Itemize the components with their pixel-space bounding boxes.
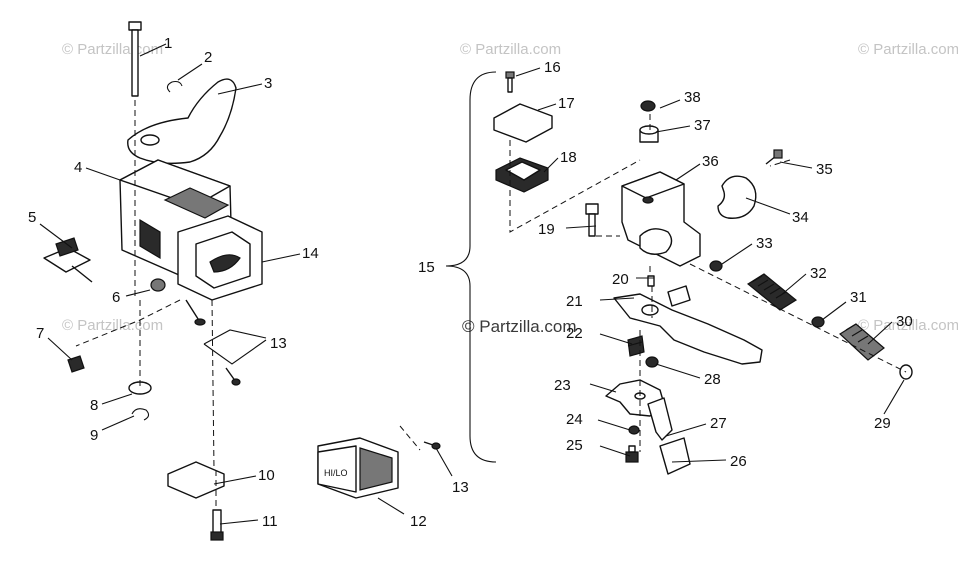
switch-label: HI/LO xyxy=(324,468,348,478)
part-piston xyxy=(839,323,885,361)
part-screw xyxy=(185,299,206,326)
part-spring-small xyxy=(627,335,645,357)
callout-15: 15 xyxy=(418,259,435,276)
callout-5: 5 xyxy=(28,209,36,226)
part-diaphragm xyxy=(495,157,549,193)
part-washer xyxy=(709,260,723,272)
callout-2: 2 xyxy=(204,49,212,66)
part-bolt-long xyxy=(128,21,142,97)
watermark-center: © Partzilla.com xyxy=(462,317,577,336)
part-screw xyxy=(625,445,639,463)
callout-33: 33 xyxy=(756,235,773,252)
part-cover-plate xyxy=(167,461,225,499)
center-line xyxy=(509,114,907,452)
part-washer xyxy=(640,100,656,112)
lever-pivot xyxy=(641,304,659,316)
callout-14: 14 xyxy=(302,245,319,262)
callout-3: 3 xyxy=(264,75,272,92)
part-housing xyxy=(119,159,233,283)
callout-12: 12 xyxy=(410,513,427,530)
part-retainer-clip xyxy=(131,408,150,421)
center-line xyxy=(75,100,217,510)
part-bolt xyxy=(210,509,224,541)
brace-15 xyxy=(445,71,497,463)
callout-11: 11 xyxy=(262,513,278,530)
watermark: © Partzilla.com xyxy=(460,41,561,58)
watermark: © Partzilla.com xyxy=(62,41,163,58)
callout-20: 20 xyxy=(612,271,629,288)
watermark: © Partzilla.com xyxy=(858,41,958,58)
part-throttle-lever xyxy=(127,78,237,165)
part-screw xyxy=(225,367,241,386)
callout-29: 29 xyxy=(874,415,891,432)
part-screw xyxy=(423,441,441,450)
part-nut xyxy=(645,356,659,368)
part-switch-knob xyxy=(43,237,93,283)
callout-13: 13 xyxy=(270,335,287,352)
callout-17: 17 xyxy=(558,95,575,112)
callout-32: 32 xyxy=(810,265,827,282)
callout-8: 8 xyxy=(90,397,98,414)
callout-30: 30 xyxy=(896,313,913,330)
bracket-13 xyxy=(203,329,267,365)
part-screw xyxy=(765,149,783,165)
part-stop-switch xyxy=(659,437,691,475)
part-pin xyxy=(647,275,655,287)
callout-34: 34 xyxy=(792,209,809,226)
watermark: © Partzilla.com xyxy=(62,317,163,334)
callout-18: 18 xyxy=(560,149,577,166)
part-switch-cover xyxy=(177,215,263,301)
callout-4: 4 xyxy=(74,159,82,176)
part-clip xyxy=(166,80,183,93)
callout-25: 25 xyxy=(566,437,583,454)
lever-tab xyxy=(667,285,691,307)
part-bolt xyxy=(585,203,599,237)
callout-7: 7 xyxy=(36,325,44,342)
callout-10: 10 xyxy=(258,467,275,484)
callout-19: 19 xyxy=(538,221,555,238)
part-hi-lo-switch: HI/LO xyxy=(317,437,399,499)
callout-16: 16 xyxy=(544,59,561,76)
part-nut xyxy=(628,425,640,435)
callout-1: 1 xyxy=(164,35,172,52)
part-clamp xyxy=(717,175,757,219)
callout-38: 38 xyxy=(684,89,701,106)
callout-9: 9 xyxy=(90,427,98,444)
callout-31: 31 xyxy=(850,289,867,306)
leader-line xyxy=(515,67,905,463)
part-reservoir-cap xyxy=(493,103,553,143)
center-line xyxy=(399,425,421,451)
callout-labels: 1 2 3 4 5 6 7 8 9 10 11 12 13 13 14 15 1… xyxy=(28,35,913,530)
part-master-cylinder xyxy=(621,171,701,267)
callout-26: 26 xyxy=(730,453,747,470)
callout-13: 13 xyxy=(452,479,469,496)
callout-21: 21 xyxy=(566,293,583,310)
part-washer-small xyxy=(150,278,166,292)
leader-line xyxy=(39,43,453,525)
callout-36: 36 xyxy=(702,153,719,170)
callout-22: 22 xyxy=(566,325,583,342)
callout-28: 28 xyxy=(704,371,721,388)
callout-6: 6 xyxy=(112,289,120,306)
part-switch-arm xyxy=(647,397,673,441)
callout-37: 37 xyxy=(694,117,711,134)
part-screw xyxy=(505,71,515,93)
callout-35: 35 xyxy=(816,161,833,178)
callout-24: 24 xyxy=(566,411,583,428)
part-spring xyxy=(746,273,798,311)
part-washer xyxy=(811,316,825,328)
callout-27: 27 xyxy=(710,415,727,432)
part-bushing xyxy=(639,125,659,143)
lever-hole xyxy=(140,134,160,146)
callout-23: 23 xyxy=(554,377,571,394)
